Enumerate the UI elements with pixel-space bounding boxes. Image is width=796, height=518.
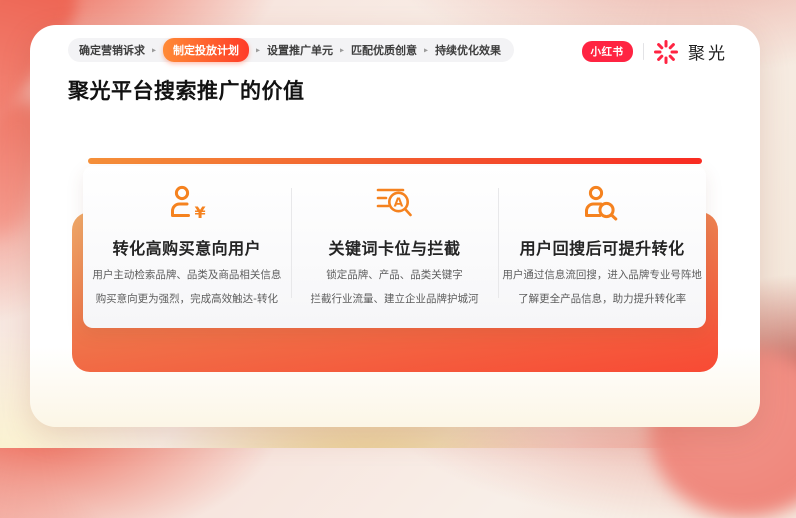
- value-desc-line: 拦截行业流量、建立企业品牌护城河: [310, 293, 479, 305]
- value-column-convert-users: ¥ 转化高购买意向用户 用户主动检索品牌、品类及商品相关信息 购买意向更为强烈，…: [83, 166, 291, 328]
- breadcrumb-step-5[interactable]: 持续优化效果: [435, 44, 502, 57]
- svg-text:A: A: [393, 195, 403, 210]
- user-yen-icon: ¥: [170, 185, 205, 221]
- value-desc-line: 用户主动检索品牌、品类及商品相关信息: [92, 269, 282, 281]
- breadcrumb: 确定营销诉求 ▸ 制定投放计划 ▸ 设置推广单元 ▸ 匹配优质创意 ▸ 持续优化…: [68, 38, 515, 62]
- breadcrumb-step-2-active[interactable]: 制定投放计划: [163, 38, 250, 62]
- svg-text:¥: ¥: [194, 203, 205, 221]
- value-title: 关键词卡位与拦截: [328, 239, 461, 258]
- value-desc-line: 购买意向更为强烈，完成高效触达-转化: [95, 293, 278, 305]
- value-desc-line: 锁定品牌、产品、品类关键字: [326, 269, 463, 281]
- value-column-research-convert: 用户回搜后可提升转化 用户通过信息流回搜，进入品牌专业号阵地 了解更全产品信息，…: [498, 166, 706, 328]
- breadcrumb-step-3[interactable]: 设置推广单元: [267, 44, 334, 57]
- value-title: 用户回搜后可提升转化: [519, 239, 685, 258]
- product-name: 聚光: [688, 44, 728, 64]
- column-divider: [290, 188, 292, 298]
- page-title: 聚光平台搜索推广的价值: [68, 79, 305, 103]
- value-title: 转化高购买意向用户: [112, 239, 262, 258]
- breadcrumb-step-4[interactable]: 匹配优质创意: [351, 44, 418, 57]
- list-search-icon: A: [376, 188, 412, 217]
- value-column-keyword-block: A 关键词卡位与拦截 锁定品牌、产品、品类关键字 拦截行业流量、建立企业品牌护城…: [291, 166, 499, 328]
- brand-area: 小红书 聚光: [581, 39, 729, 64]
- value-card: ¥ 转化高购买意向用户 用户主动检索品牌、品类及商品相关信息 购买意向更为强烈，…: [83, 166, 706, 328]
- chevron-right-icon: ▸: [152, 45, 157, 54]
- gradient-top-rule: [88, 158, 702, 164]
- xiaohongshu-badge: 小红书: [581, 41, 633, 62]
- jiguang-spark-icon: [654, 39, 678, 64]
- value-desc-line: 了解更全产品信息，助力提升转化率: [518, 293, 687, 305]
- value-desc-line: 用户通过信息流回搜，进入品牌专业号阵地: [502, 269, 702, 281]
- column-divider: [498, 188, 500, 298]
- slide-card: 确定营销诉求 ▸ 制定投放计划 ▸ 设置推广单元 ▸ 匹配优质创意 ▸ 持续优化…: [30, 25, 760, 427]
- chevron-right-icon: ▸: [340, 45, 345, 54]
- chevron-right-icon: ▸: [256, 45, 261, 54]
- divider: [642, 43, 644, 60]
- chevron-right-icon: ▸: [424, 45, 429, 54]
- breadcrumb-step-1[interactable]: 确定营销诉求: [79, 44, 145, 57]
- user-search-icon: [585, 185, 618, 221]
